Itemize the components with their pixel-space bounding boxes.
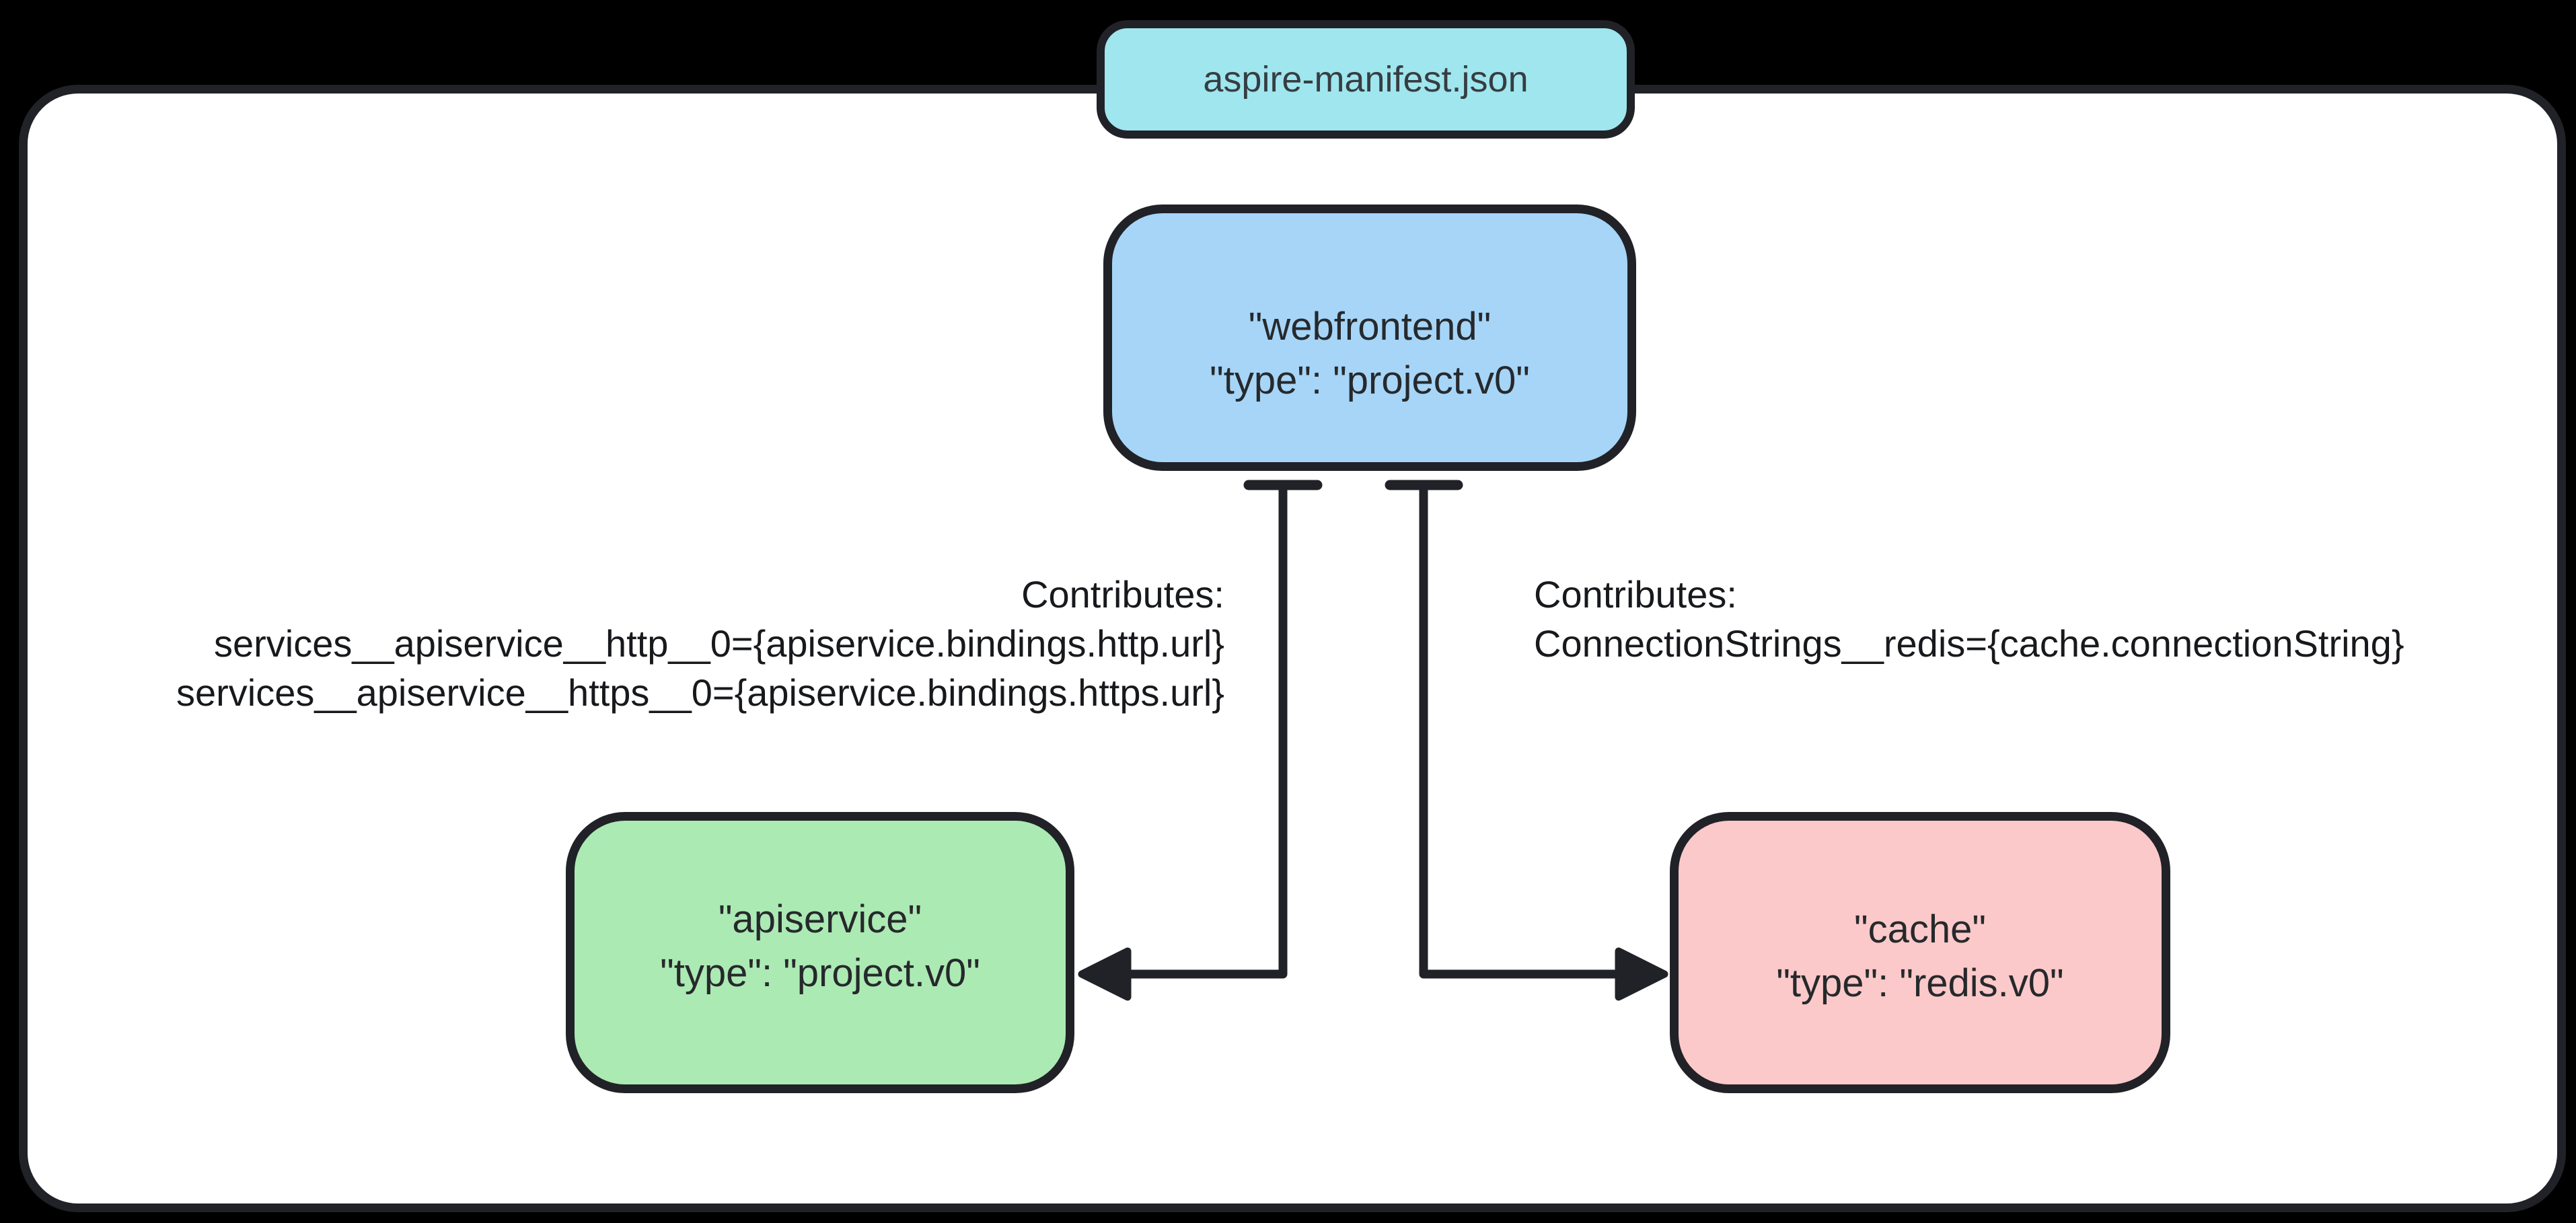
node-name-line: "cache" xyxy=(1854,907,1986,951)
node-name-line: "webfrontend" xyxy=(1248,305,1492,348)
node-type-line: "type": "project.v0" xyxy=(660,951,980,995)
edge-webfrontend-to-cache xyxy=(1385,480,1668,1001)
node-webfrontend: "webfrontend" "type": "project.v0" xyxy=(1103,205,1636,471)
node-name-line: "apiservice" xyxy=(718,897,922,941)
edge-wire xyxy=(1419,480,1625,979)
edge-label-heading: Contributes: xyxy=(1534,573,1737,616)
node-apiservice: "apiservice" "type": "project.v0" xyxy=(566,812,1074,1093)
edge-label-line: services__apiservice__http__0={apiservic… xyxy=(213,622,1224,665)
edge-label-cache: Contributes: ConnectionStrings__redis={c… xyxy=(1534,570,2404,668)
edge-wire xyxy=(1120,480,1288,979)
node-cache: "cache" "type": "redis.v0" xyxy=(1670,812,2170,1093)
edge-label-line: ConnectionStrings__redis={cache.connecti… xyxy=(1534,622,2404,665)
edge-webfrontend-to-apiservice xyxy=(1078,480,1323,1001)
edge-label-apiservice: Contributes: services__apiservice__http_… xyxy=(176,570,1224,717)
arrowhead-right-icon xyxy=(1615,947,1668,1001)
title-node-aspire-manifest: aspire-manifest.json xyxy=(1097,20,1635,139)
arrowhead-left-icon xyxy=(1078,947,1132,1001)
node-type-line: "type": "project.v0" xyxy=(1210,359,1530,402)
edge-label-line: services__apiservice__https__0={apiservi… xyxy=(176,671,1224,714)
node-type-line: "type": "redis.v0" xyxy=(1776,961,2064,1005)
title-node-label: aspire-manifest.json xyxy=(1203,59,1529,100)
edge-label-heading: Contributes: xyxy=(1021,573,1224,616)
